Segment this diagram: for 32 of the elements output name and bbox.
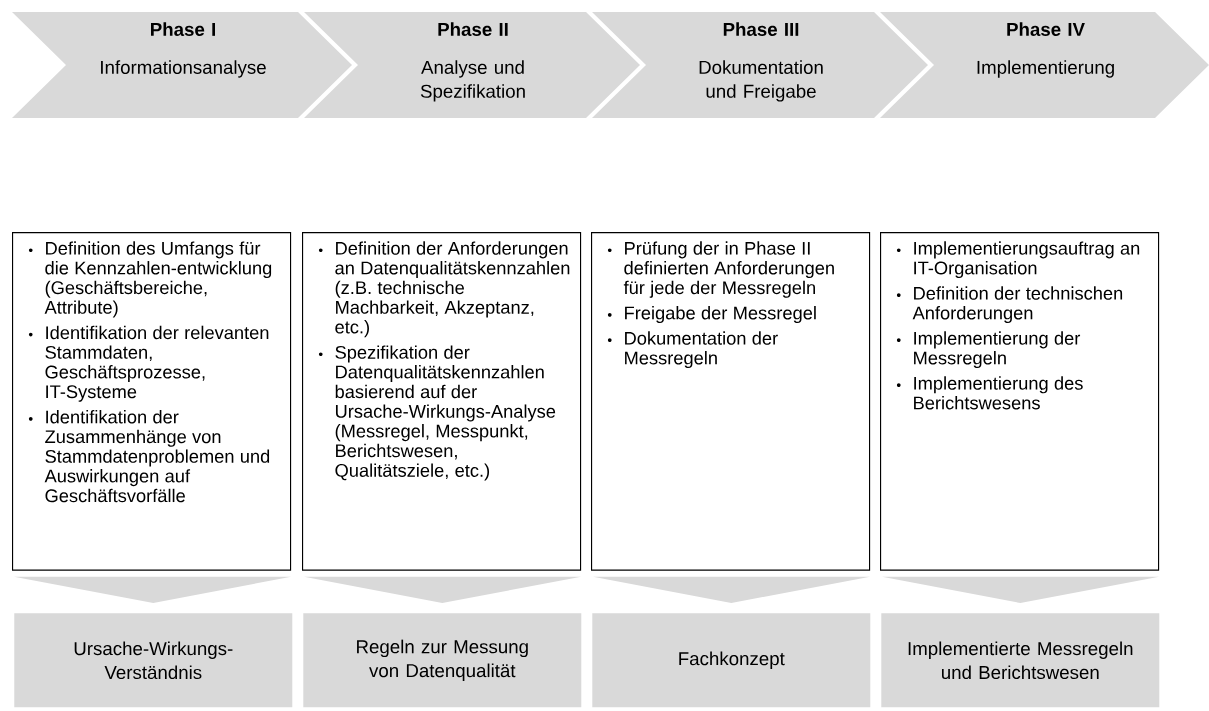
bullet-text: Definition der Anforderungen an Datenqualitätskennzahlen (z.B. technische Machbarkeit, Akzeptanz, etc.) [318, 241, 570, 338]
bullet-text: Spezifikation der Datenqualitätskennzahlen basierend auf der Ursache-Wirkungs-Analyse (Messregel, Messpunkt, Berichtswesen, Qualitätsziele, etc.) [318, 345, 556, 481]
phase-band [304, 12, 640, 118]
task-box [591, 232, 871, 571]
phase-heading: Phase II [438, 22, 508, 36]
phase-title: Informationsanalyse [101, 60, 266, 78]
result-box: Regeln zur Messung von Datenqualität [303, 613, 582, 708]
phase-heading: Phase I [151, 22, 215, 36]
bullet-text: Implementierung des Berichtswesens [896, 376, 1083, 410]
phase-heading: Phase IV [1007, 22, 1085, 36]
phase-band [12, 12, 352, 118]
phase-band [880, 12, 1209, 118]
phase-heading: Phase III [723, 22, 799, 36]
bullet-text: Prüfung der in Phase II definierten Anforderungen für jede der Messregeln [607, 241, 834, 298]
phase-title: Analyse und Spezifikation [420, 60, 525, 102]
bullet-text: Definition des Umfangs für die Kennzahlen-entwicklung (Geschäftsbereiche, Attribute) [28, 241, 272, 318]
task-box [302, 232, 582, 571]
bullet-text: Implementierung der Messregeln [896, 331, 1081, 369]
bullet-text: Identifikation der relevanten Stammdaten, Geschäftsprozesse, IT-Systeme [28, 325, 269, 402]
bullet-text: Dokumentation der Messregeln [607, 331, 778, 369]
bullet-text: Implementierungsauftrag an IT-Organisation [896, 241, 1140, 279]
task-box [880, 232, 1160, 571]
bullet-text: Definition der technischen Anforderungen [896, 286, 1123, 324]
phase-title: Implementierung [977, 60, 1114, 78]
result-box: Ursache-Wirkungs-Verständnis [14, 613, 293, 708]
result-box: Implementierte Messregeln und Berichtswesen [881, 613, 1160, 708]
phase-band [592, 12, 928, 118]
bullet-text: Freigabe der Messregel [607, 306, 816, 324]
phase-title: Dokumentation und Freigabe [699, 60, 823, 102]
result-box: Fachkonzept [592, 613, 871, 708]
bullet-text: Identifikation der Zusammenhänge von Stammdatenproblemen und Auswirkungen auf Geschäftsvorfälle [28, 410, 270, 503]
task-box [12, 232, 292, 571]
